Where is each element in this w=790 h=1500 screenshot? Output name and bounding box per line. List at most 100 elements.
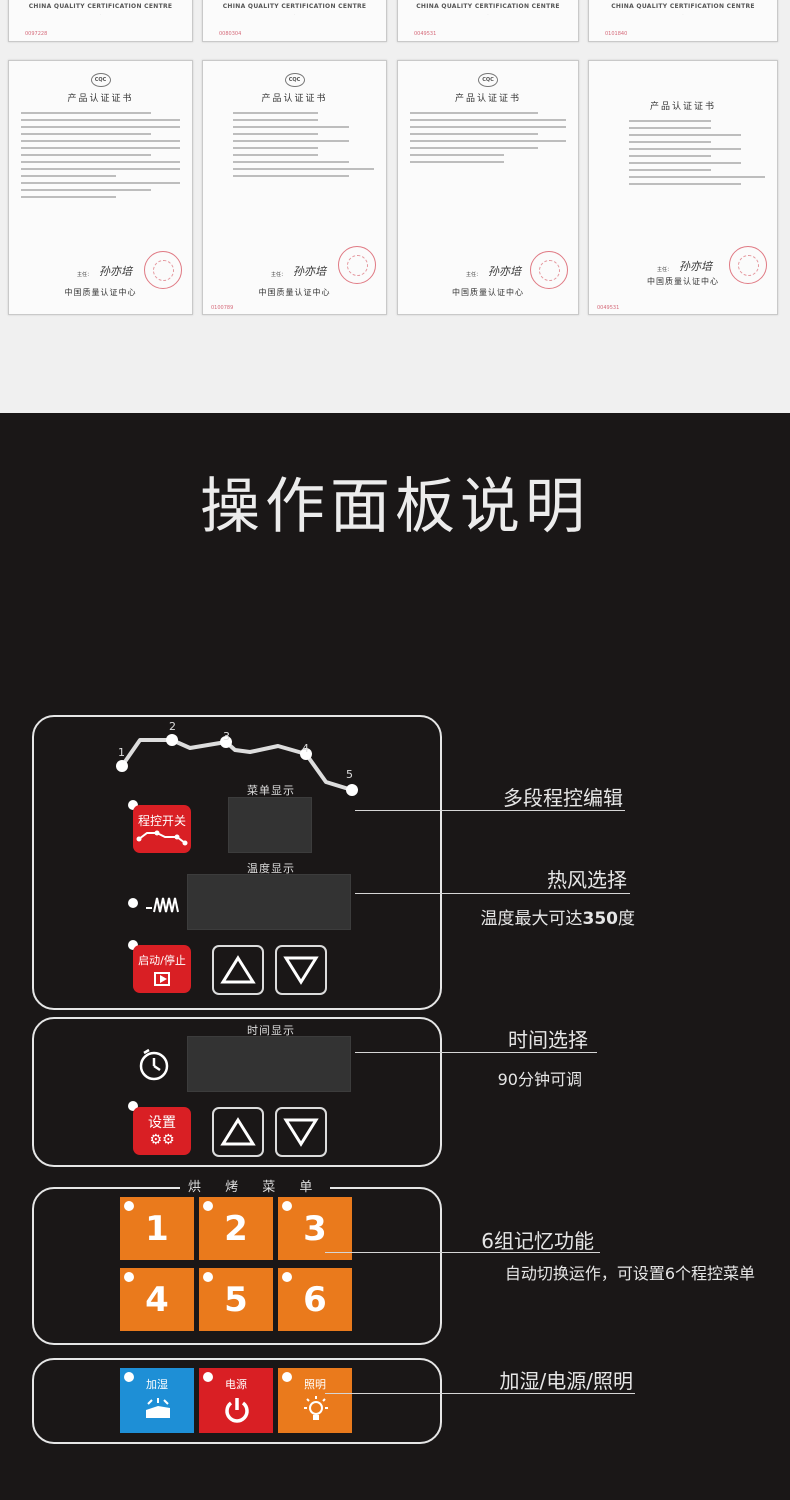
menu-button-2[interactable]: 2 (199, 1197, 273, 1260)
director-signature: 孙亦培 (488, 265, 521, 278)
time-display-label: 时间显示 (247, 1024, 295, 1037)
certificate-thumbnail: CHINA QUALITY CERTIFICATION CENTRE · 004… (397, 0, 579, 42)
step-label: 4 (302, 742, 310, 755)
time-down-button[interactable] (275, 1107, 327, 1157)
certificate-page: CQC 产品认证证书 主任： 孙亦培 中国质量认证中心 (8, 60, 193, 315)
temp-display-label: 温度显示 (247, 862, 295, 875)
red-seal-icon (144, 251, 182, 289)
program-curve-icon (116, 734, 358, 796)
director-signature: 孙亦培 (679, 260, 712, 273)
certificate-serial: 0049531 (597, 305, 620, 311)
cqc-logo: CQC (478, 73, 498, 87)
arrow-up-icon (220, 1117, 256, 1146)
feature-bottom-buttons: 加湿/电源/照明 (499, 1369, 633, 1393)
menu-button-5[interactable]: 5 (199, 1268, 273, 1331)
director-signature: 孙亦培 (99, 265, 132, 278)
certificate-serial: 0049531 (414, 31, 437, 37)
certificate-org-name: CHINA QUALITY CERTIFICATION CENTRE (28, 3, 173, 10)
feature-time-adjust: 90分钟可调 (497, 1070, 582, 1089)
temp-up-button[interactable] (212, 945, 264, 995)
certificate-serial: 0097228 (25, 31, 48, 37)
temperature-display (187, 874, 351, 930)
indicator-light (128, 940, 138, 950)
power-icon (225, 1398, 249, 1423)
feature-time-select: 时间选择 (508, 1028, 588, 1052)
power-label: 电源 (225, 1378, 247, 1391)
program-switch-button[interactable]: 程控开关 (133, 805, 191, 853)
setting-label: 设置 (148, 1115, 176, 1131)
feature-multi-program: 多段程控编辑 (503, 786, 623, 810)
certificate-center-name: 中国质量认证中心 (452, 288, 524, 297)
certificate-section: CHINA QUALITY CERTIFICATION CENTRE · 009… (0, 0, 790, 413)
light-label: 照明 (304, 1378, 326, 1391)
pointer-line (355, 1052, 597, 1053)
red-seal-icon (530, 251, 568, 289)
feature-hot-air: 热风选择 (547, 868, 627, 892)
time-display (187, 1036, 351, 1092)
menu-display-label: 菜单显示 (247, 784, 295, 797)
menu-button-4[interactable]: 4 (120, 1268, 194, 1331)
step-label: 1 (118, 746, 126, 759)
control-panel-top (32, 715, 442, 1010)
certificate-serial: 0100789 (211, 305, 234, 311)
certificate-center-name: 中国质量认证中心 (64, 288, 137, 297)
time-up-button[interactable] (212, 1107, 264, 1157)
cqc-logo: CQC (90, 73, 111, 87)
start-stop-label: 启动/停止 (138, 954, 186, 967)
setting-button[interactable]: 设置 ⚙⚙ (133, 1107, 191, 1155)
certificate-thumbnail: CHINA QUALITY CERTIFICATION CENTRE · 010… (588, 0, 778, 42)
humidify-icon (146, 1398, 170, 1418)
certificate-heading: 产品认证证书 (454, 94, 521, 104)
control-panel-time (32, 1017, 442, 1167)
power-button[interactable]: 电源 (199, 1368, 273, 1433)
step-label: 3 (223, 730, 231, 743)
cqc-logo: CQC (284, 73, 305, 87)
certificate-org-name: CHINA QUALITY CERTIFICATION CENTRE (222, 3, 367, 10)
pointer-line (355, 893, 630, 894)
menu-button-1[interactable]: 1 (120, 1197, 194, 1260)
utility-panel (32, 1358, 442, 1444)
section-title: 操作面板说明 (200, 472, 590, 542)
certificate-serial: 0101840 (605, 31, 628, 37)
play-icon (154, 972, 170, 986)
step-label: 5 (346, 768, 354, 781)
humidify-button[interactable]: 加湿 (120, 1368, 194, 1433)
certificate-serial: 0080304 (219, 31, 242, 37)
certificate-center-name: 中国质量认证中心 (647, 277, 719, 286)
certificate-org-name: CHINA QUALITY CERTIFICATION CENTRE (611, 3, 755, 10)
pointer-line (325, 1393, 635, 1394)
feature-memory-desc: 自动切换运作，可设置6个程控菜单 (504, 1264, 755, 1283)
pointer-line (355, 810, 625, 811)
light-button[interactable]: 照明 (278, 1368, 352, 1433)
gears-icon: ⚙⚙ (149, 1132, 175, 1148)
start-stop-button[interactable]: 启动/停止 (133, 945, 191, 993)
red-seal-icon (729, 246, 767, 284)
menu-button-6[interactable]: 6 (278, 1268, 352, 1331)
arrow-down-icon (283, 956, 319, 985)
arrow-up-icon (220, 955, 256, 984)
step-label: 2 (169, 720, 177, 733)
feature-memory: 6组记忆功能 (481, 1229, 594, 1253)
certificate-org-name: CHINA QUALITY CERTIFICATION CENTRE (416, 3, 560, 10)
certificate-thumbnail: CHINA QUALITY CERTIFICATION CENTRE · 009… (8, 0, 193, 42)
feature-temp-max: 温度最大可达350度 (480, 909, 636, 929)
certificate-center-name: 中国质量认证中心 (258, 288, 331, 297)
red-seal-icon (338, 246, 376, 284)
bake-menu-title: 烘 烤 菜 单 (180, 1176, 331, 1195)
certificate-page: CQC 产品认证证书 主任： 孙亦培 中国质量认证中心 0100789 (202, 60, 387, 315)
certificate-page: CQC 产品认证证书 主任： 孙亦培 中国质量认证中心 (397, 60, 579, 315)
temp-down-button[interactable] (275, 945, 327, 995)
certificate-heading: 产品认证证书 (67, 94, 134, 104)
clock-icon (139, 1048, 169, 1081)
hot-air-icon[interactable] (144, 890, 182, 916)
menu-button-3[interactable]: 3 (278, 1197, 352, 1260)
humidify-label: 加湿 (146, 1378, 168, 1391)
light-bulb-icon (304, 1396, 328, 1420)
pointer-line (325, 1252, 600, 1253)
arrow-down-icon (283, 1118, 319, 1147)
indicator-light (128, 898, 138, 908)
certificate-thumbnail: CHINA QUALITY CERTIFICATION CENTRE · 008… (202, 0, 387, 42)
director-signature: 孙亦培 (293, 265, 326, 278)
certificate-page: 产品认证证书 主任： 孙亦培 中国质量认证中心 0049531 (588, 60, 778, 315)
indicator-light (128, 800, 138, 810)
